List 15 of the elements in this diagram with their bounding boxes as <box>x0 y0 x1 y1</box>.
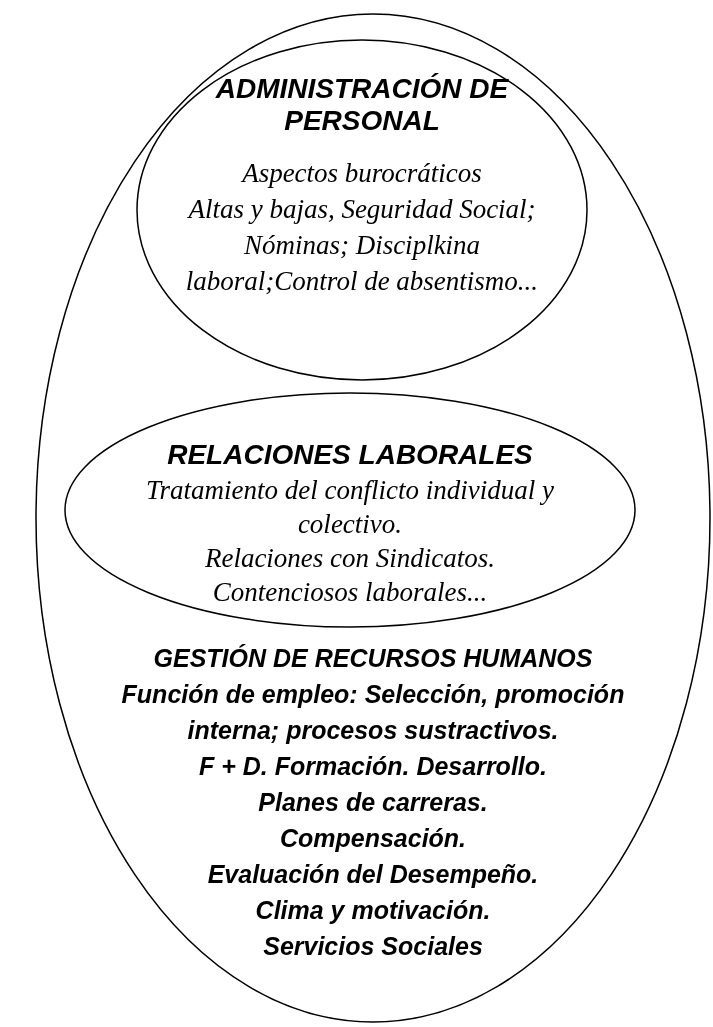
ellipse-body-text: Función de empleo: Selección, promoción interna; procesos sustractivos. <box>120 679 626 746</box>
ellipse-body-text: Relaciones con Sindicatos. <box>203 542 497 575</box>
ellipse-body-text: Tratamiento del conflicto individual y colectivo. <box>145 474 555 541</box>
ellipse-body-text: Clima y motivación. <box>254 895 492 926</box>
ellipse-body-text: Evaluación del Desempeño. <box>206 859 540 890</box>
ellipse-body-text: Altas y bajas, Seguridad Social; Nóminas; Disciplkina laboral;Control de absentismo... <box>184 193 540 298</box>
ellipse-heading: GESTIÓN DE RECURSOS HUMANOS <box>152 643 594 674</box>
ellipse-heading: RELACIONES LABORALES <box>166 438 534 472</box>
ellipse-body-text: Aspectos burocráticos <box>240 157 483 190</box>
ellipse-body-text: Planes de carreras. <box>257 787 489 818</box>
ellipse-body-text: Contenciosos laborales... <box>211 576 489 609</box>
ellipse-heading: ADMINISTRACIÓN DE PERSONAL <box>214 73 510 137</box>
ellipse-body-text: Servicios Sociales <box>262 931 484 962</box>
ellipse-body-text: Compensación. <box>278 823 468 854</box>
ellipse-body-text: F + D. Formación. Desarrollo. <box>198 751 548 782</box>
